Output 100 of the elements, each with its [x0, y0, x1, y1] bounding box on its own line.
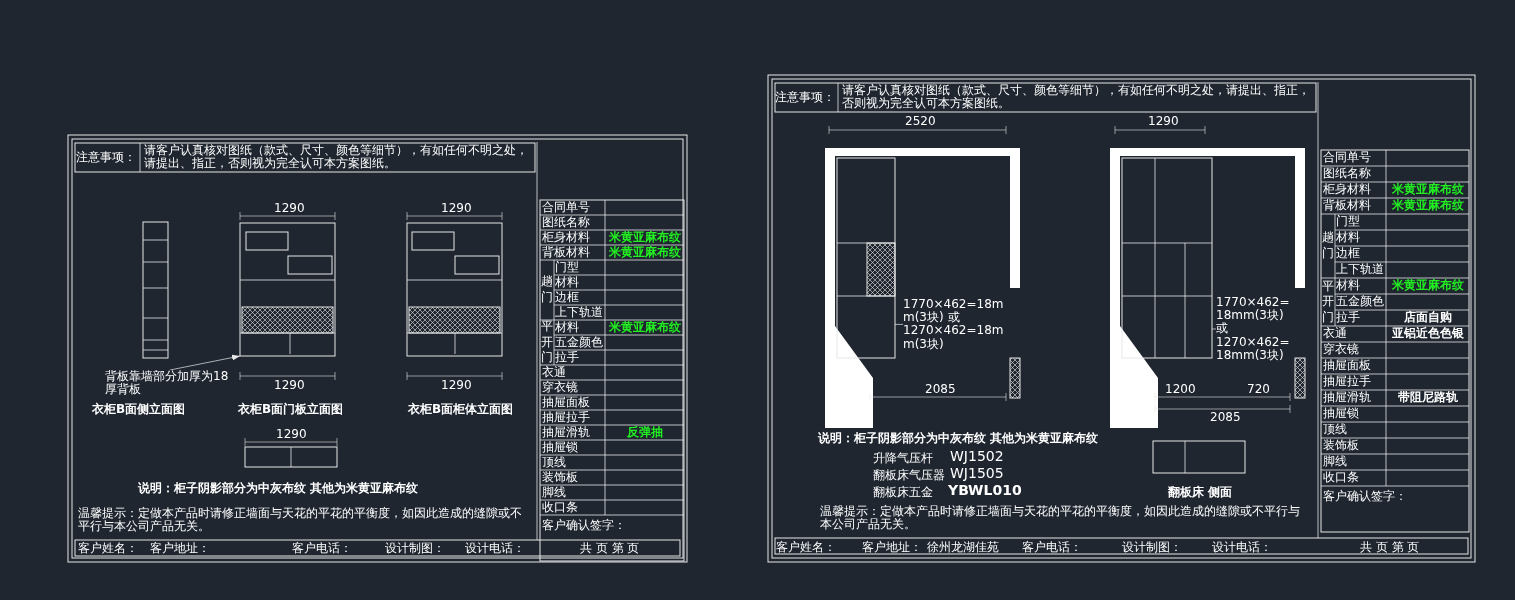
table-value: 亚铝近色色银	[1390, 327, 1465, 341]
table-label: 边框	[555, 290, 579, 305]
text-label: YBWL010	[948, 483, 1022, 499]
table-label: 五金颜色	[555, 335, 603, 350]
table-label: 材料	[1336, 231, 1360, 245]
text-label: WJ1505	[950, 466, 1004, 482]
text-label: 温馨提示：定做本产品时请修正墙面与天花的平花的平衡度，如因此造成的缝隙或不平行与本公司产品无关。	[820, 505, 1301, 532]
table-label: 衣通	[542, 365, 566, 380]
table-label: 抽屉锁	[1323, 407, 1359, 421]
table-label: 衣通	[1323, 327, 1347, 341]
text-label: 说明：柜子阴影部分为中灰布纹 其他为米黄亚麻布纹	[138, 482, 419, 496]
table-value: 米黄亚麻布纹	[607, 245, 682, 260]
text-label: 客户电话：	[292, 542, 352, 556]
text-label: 2085	[1210, 411, 1241, 425]
text-label: 客户姓名：	[78, 542, 138, 556]
table-label: 顶线	[542, 455, 566, 470]
table-label: 抽屉拉手	[542, 410, 590, 425]
wardrobe-plan-drawing	[836, 157, 896, 359]
table-value: 米黄亚麻布纹	[1390, 199, 1465, 213]
text-label: 升降气压杆	[873, 452, 933, 466]
table-label: 材料	[555, 275, 579, 290]
text-label: 1290	[441, 379, 472, 393]
table-label: 脚线	[542, 485, 566, 500]
text-label: 共 页 第 页	[1360, 541, 1420, 555]
table-label: 背板材料	[542, 245, 590, 260]
callout-note: 1770×462=18mm(3块) 或 1270×462=18mm(3块)	[1216, 296, 1292, 362]
text-label: 温馨提示：定做本产品时请修正墙面与天花的平花的平衡度，如因此造成的缝隙或不平行与本公司产品无关。	[78, 507, 523, 534]
table-value: 反弹抽	[625, 425, 664, 440]
table-label: 合同单号	[542, 200, 590, 215]
table-label: 平开门	[1322, 278, 1334, 326]
text-label: 1290	[274, 379, 305, 393]
table-value: 店面自购	[1402, 311, 1453, 325]
table-label: 门型	[1336, 215, 1360, 229]
table-label: 五金颜色	[1336, 295, 1384, 309]
text-label: 客户姓名：	[776, 541, 836, 555]
table-value: 米黄亚麻布纹	[607, 230, 682, 245]
text-label: 客户地址：	[150, 542, 210, 556]
table-label: 拉手	[1336, 311, 1360, 325]
callout-note: 1770×462=18mm(3块) 或 1270×462=18mm(3块)	[903, 298, 1005, 351]
table-label: 边框	[1336, 247, 1360, 261]
table-label: 穿衣镜	[1323, 343, 1359, 357]
text-label: 2085	[925, 383, 956, 397]
text-label: 衣柜B面门板立面图	[238, 403, 344, 417]
text-label: 设计制图：	[1122, 541, 1182, 555]
text-label: 1290	[274, 202, 305, 216]
table-label: 客户确认签字：	[1323, 490, 1407, 504]
table-label: 合同单号	[1323, 151, 1371, 165]
table-label: 收口条	[542, 500, 578, 515]
text-label: 请客户认真核对图纸（款式、尺寸、颜色等细节），有如任何不明之处，请提出、指正，否则视为完全认可本方案图纸。	[144, 144, 529, 171]
table-label: 抽屉滑轨	[542, 425, 590, 440]
table-label: 柜身材料	[1323, 183, 1371, 197]
table-label: 抽屉锁	[542, 440, 578, 455]
text-label: 衣柜B面柜体立面图	[408, 403, 514, 417]
table-label: 抽屉滑轨	[1323, 391, 1371, 405]
table-label: 收口条	[1323, 471, 1359, 485]
leader-line	[1211, 328, 1217, 330]
text-label: 徐州龙湖佳苑	[927, 541, 999, 555]
text-label: 注意事项：	[76, 151, 136, 165]
table-label: 趟门	[541, 274, 553, 306]
text-label: 设计电话：	[465, 542, 525, 556]
table-label: 抽屉拉手	[1323, 375, 1371, 389]
table-label: 柜身材料	[542, 230, 590, 245]
table-label: 脚线	[1323, 455, 1347, 469]
table-value: 米黄亚麻布纹	[1390, 183, 1465, 197]
table-label: 顶线	[1323, 423, 1347, 437]
table-label: 客户确认签字：	[542, 519, 626, 533]
table-label: 抽屉面板	[542, 395, 590, 410]
text-label: 客户电话：	[1022, 541, 1082, 555]
table-label: 材料	[1336, 279, 1360, 293]
leader-line	[894, 324, 904, 325]
wardrobe-plan-drawing	[1121, 157, 1213, 359]
table-value: 米黄亚麻布纹	[1390, 279, 1465, 293]
text-label: 请客户认真核对图纸（款式、尺寸、颜色等细节），有如任何不明之处，请提出、指正，否则视为完全认可本方案图纸。	[842, 84, 1311, 111]
table-label: 图纸名称	[542, 215, 590, 230]
text-label: 说明：柜子阴影部分为中灰布纹 其他为米黄亚麻布纹	[818, 432, 1099, 446]
text-label: 翻板床气压器	[873, 469, 945, 483]
text-label: 1200	[1165, 383, 1196, 397]
door-elevation-drawing	[239, 222, 336, 357]
text-label: 共 页 第 页	[580, 542, 640, 556]
text-label: 翻板床 侧面	[1168, 486, 1233, 500]
table-label: 趟门	[1322, 230, 1334, 262]
text-label: 2520	[905, 115, 936, 129]
table-label: 穿衣镜	[542, 380, 578, 395]
text-label: WJ1502	[950, 449, 1004, 465]
table-label: 抽屉面板	[1323, 359, 1371, 373]
table-label: 拉手	[555, 350, 579, 365]
text-label: 1290	[1148, 115, 1179, 129]
text-label: 1290	[276, 428, 307, 442]
table-label: 装饰板	[1323, 439, 1359, 453]
text-label: 设计电话：	[1212, 541, 1272, 555]
table-label: 背板材料	[1323, 199, 1371, 213]
table-label: 图纸名称	[1323, 167, 1371, 181]
table-label: 上下轨道	[1336, 263, 1384, 277]
text-label: 注意事项：	[775, 91, 835, 105]
table-value: 带阻尼路轨	[1396, 391, 1459, 405]
table-value: 米黄亚麻布纹	[607, 320, 682, 335]
table-label: 材料	[555, 320, 579, 335]
table-label: 装饰板	[542, 470, 578, 485]
text-label: 客户地址：	[862, 541, 922, 555]
text-label: 1290	[441, 202, 472, 216]
